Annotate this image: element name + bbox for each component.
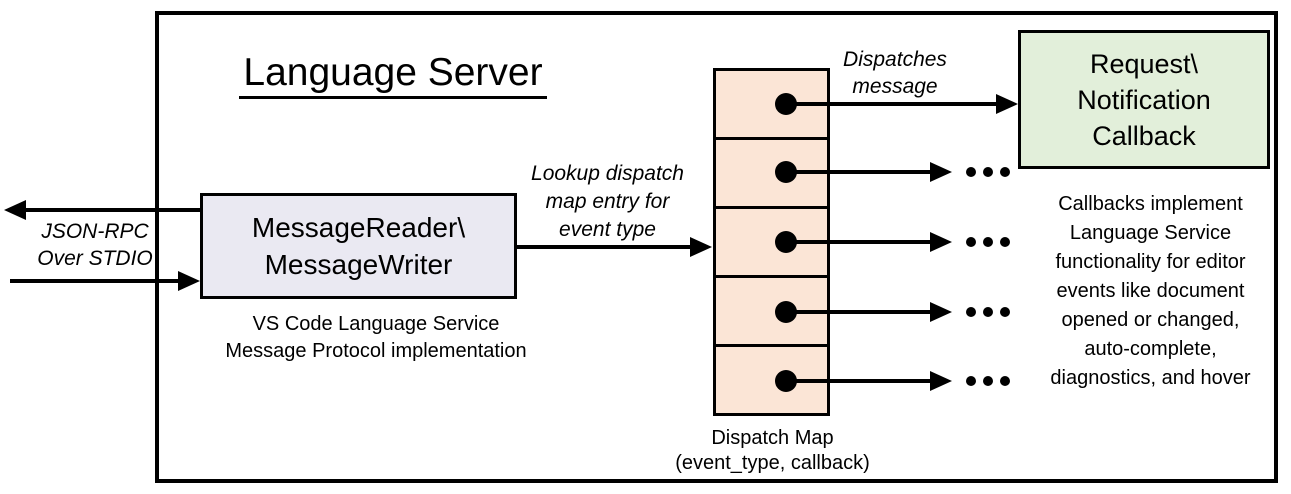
callbacks-note-line: Language Service [1069,222,1232,244]
stdio-out-arrow-line [24,208,200,212]
dispatch-arrowhead-icon [930,302,952,322]
callbacks-note-line: auto-complete, [1084,338,1217,360]
stdio-out-arrowhead-icon [4,200,26,220]
callbacks-note-line: functionality for editor [1055,251,1246,273]
lookup-label: Lookup dispatch map entry for event type [510,160,705,244]
callbacks-note-line: opened or changed, [1061,309,1240,331]
dispatch-cell [716,275,827,344]
callbacks-note-line: Callbacks implement [1058,193,1243,215]
json-rpc-label: JSON-RPC Over STDIO [20,218,170,272]
dispatches-message-line2: message [852,75,938,98]
dispatch-cell [716,344,827,413]
dispatch-arrowhead-icon [930,232,952,252]
callbacks-note-line: diagnostics, and hover [1050,367,1251,389]
lookup-label-line3: event type [559,218,656,241]
message-reader-writer-box: MessageReader\ MessageWriter [200,193,517,299]
lookup-arrow-line [517,245,692,249]
dispatches-message-label: Dispatches message [820,46,970,100]
callbacks-note-line: events like document [1056,280,1245,302]
ellipsis-icon [966,376,1010,386]
page-title: Language Server [203,50,583,99]
request-notification-callback-box: Request\ Notification Callback [1018,30,1270,169]
ellipsis-icon [966,237,1010,247]
dispatch-arrowhead-icon [996,94,1018,114]
ellipsis-icon [966,307,1010,317]
ellipsis-icon [966,167,1010,177]
reader-caption-line2: Message Protocol implementation [225,340,527,362]
stdio-in-arrowhead-icon [178,271,200,291]
lookup-arrowhead-icon [690,237,712,257]
message-reader-label: MessageReader\ [251,212,466,243]
dispatch-map-caption-line1: Dispatch Map [711,427,834,449]
page-title-text: Language Server [239,51,547,99]
json-rpc-label-line1: JSON-RPC [41,220,149,243]
stdio-in-arrow-line [10,279,180,283]
callback-box-line2: Notification [1077,84,1211,115]
callback-box-line1: Request\ [1089,48,1199,79]
reader-caption-line1: VS Code Language Service [252,313,500,335]
json-rpc-label-line2: Over STDIO [37,247,153,270]
dispatch-arrow-line-1 [786,102,996,106]
dispatch-arrow-line-3 [786,240,932,244]
callbacks-note: Callbacks implement Language Service fun… [1023,190,1278,393]
message-writer-label: MessageWriter [264,249,453,280]
dispatch-arrow-line-4 [786,310,932,314]
dispatch-arrowhead-icon [930,371,952,391]
dispatches-message-line1: Dispatches [843,48,947,71]
lookup-label-line1: Lookup dispatch [531,162,684,185]
dispatch-arrowhead-icon [930,162,952,182]
reader-caption: VS Code Language Service Message Protoco… [200,311,552,365]
dispatch-map-caption: Dispatch Map (event_type, callback) [655,426,890,476]
dispatch-map-caption-line2: (event_type, callback) [675,452,870,474]
lookup-label-line2: map entry for [545,190,670,213]
dispatch-arrow-line-5 [786,379,932,383]
callback-box-line3: Callback [1092,120,1196,151]
dispatch-arrow-line-2 [786,170,932,174]
